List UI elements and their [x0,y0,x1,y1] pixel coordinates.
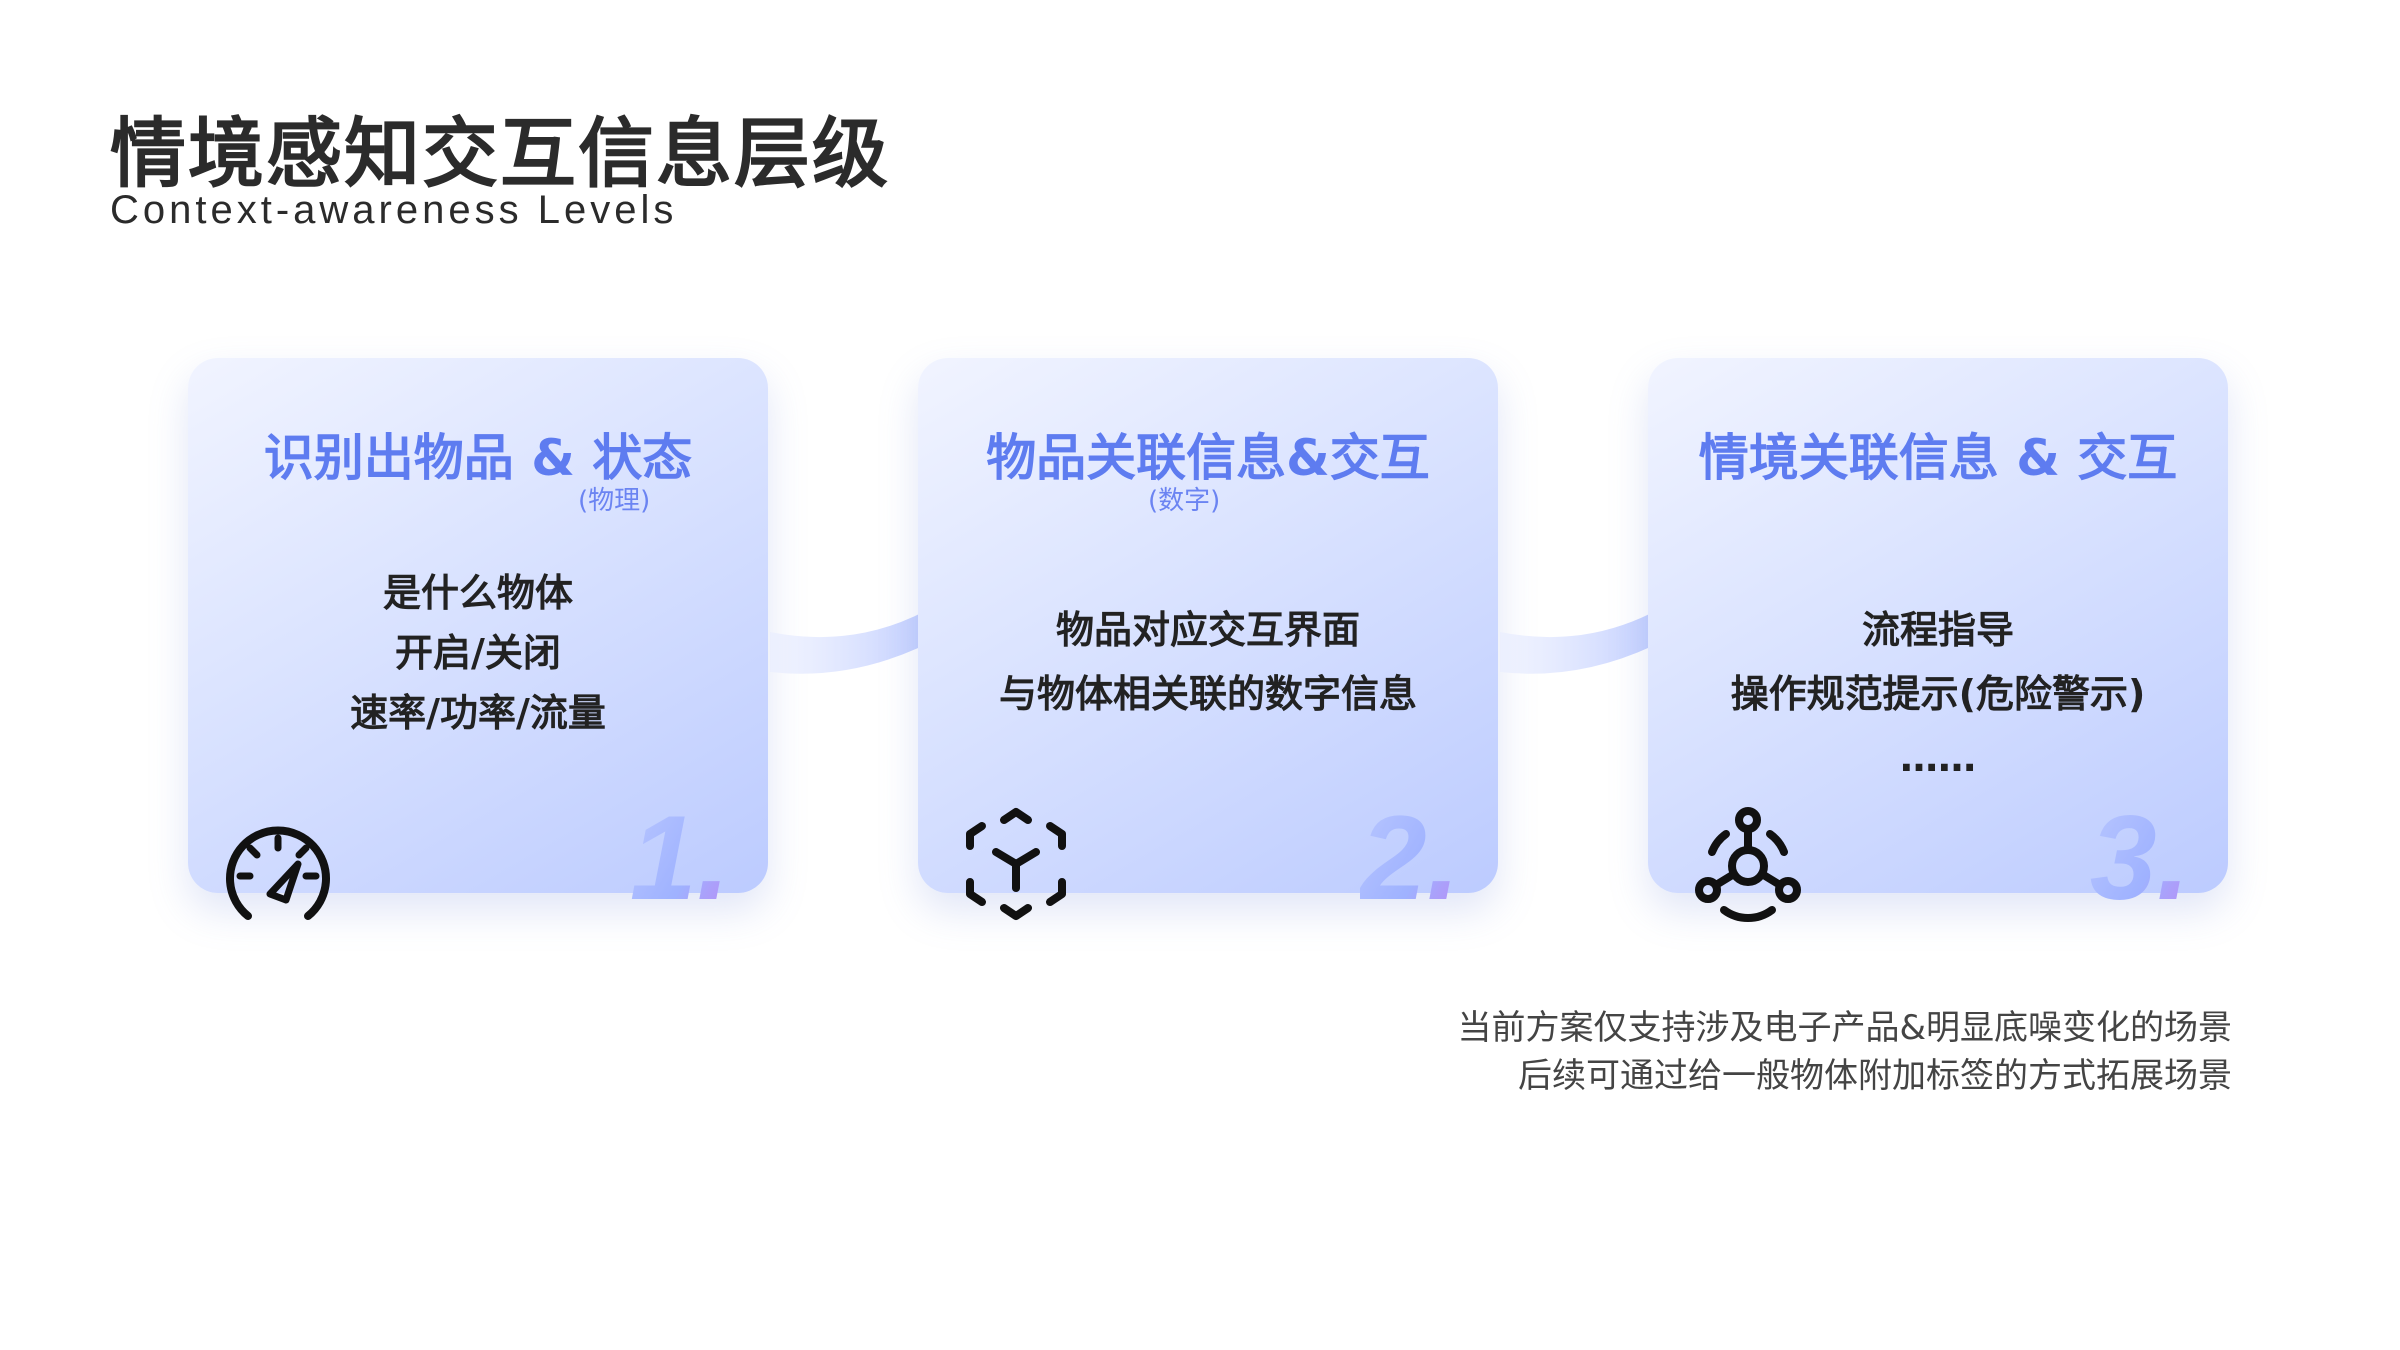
card-line: 是什么物体 [382,571,573,615]
card-line: 开启/关闭 [395,631,561,675]
card-line: 与物体相关联的数字信息 [998,672,1417,716]
footnote: 当前方案仅支持涉及电子产品&明显底噪变化的场景 后续可通过给一般物体附加标签的方… [1457,1004,2232,1100]
card-title: 情境关联信息 & 交互 [1698,429,2178,487]
card-number: 1. [629,791,730,925]
level-card-2: 物品关联信息&交互 (数字) 物品对应交互界面 与物体相关联的数字信息 [918,358,1498,920]
card-title: 物品关联信息&交互 [986,429,1430,487]
arrow-right-icon [1490,560,1730,720]
speedometer-icon [218,820,338,940]
footnote-line: 当前方案仅支持涉及电子产品&明显底噪变化的场景 [1457,1008,2232,1048]
3d-cube-icon [956,804,1076,924]
network-hub-icon [1688,804,1808,924]
card-note: (数字) [1148,486,1221,516]
footnote-line: 后续可通过给一般物体附加标签的方式拓展场景 [1518,1056,2232,1096]
card-body: 流程指导 操作规范提示(危险警示) …… [1648,598,2228,790]
card-body: 是什么物体 开启/关闭 速率/功率/流量 [188,563,768,743]
page-subtitle: Context-awareness Levels [110,188,678,232]
card-body: 物品对应交互界面 与物体相关联的数字信息 [918,598,1498,726]
card-line: 流程指导 [1861,608,2014,652]
level-card-1: 识别出物品 & 状态 (物理) 是什么物体 开启/关闭 速率/功率/流量 1. [188,358,768,920]
card-number: 2. [1359,791,1460,925]
card-line: …… [1900,736,1976,780]
card-note: (物理) [578,486,651,516]
card-line: 物品对应交互界面 [1055,608,1360,652]
card-line: 操作规范提示(危险警示) [1730,672,2146,716]
card-number: 3. [2089,791,2190,925]
card-line: 速率/功率/流量 [350,691,606,735]
level-card-3: 情境关联信息 & 交互 流程指导 操作规范提示(危险警示) …… [1648,358,2228,922]
page-title: 情境感知交互信息层级 [110,109,890,198]
arrow-right-icon [760,560,1000,720]
card-title: 识别出物品 & 状态 [263,429,693,487]
